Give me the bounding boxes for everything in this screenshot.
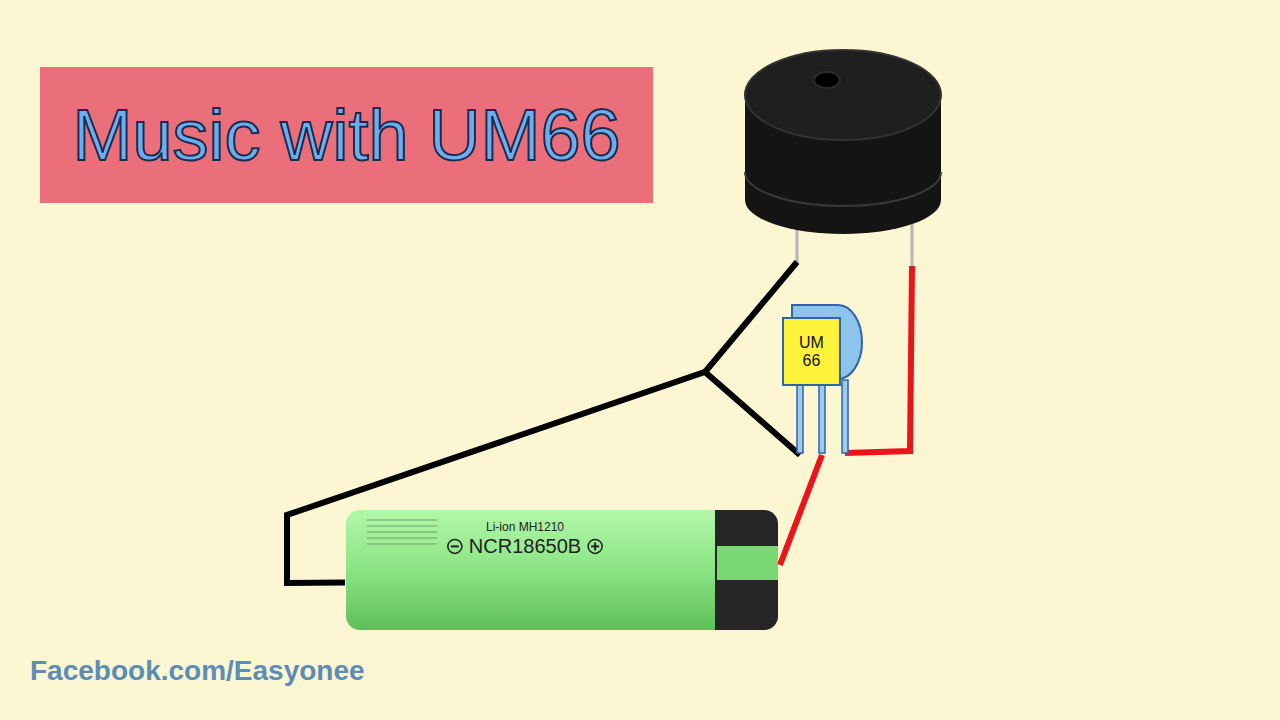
chip-pin [842,380,848,453]
buzzer-hole [814,72,840,88]
battery-body [346,510,778,630]
buzzer [745,50,941,268]
fine-print [367,532,437,533]
chip-pin [797,380,803,453]
chip-face [783,318,840,385]
chip-pin [819,380,825,453]
footer-note: Facebook.com/Easyonee [30,655,365,687]
battery-model: NCR18650B [469,534,581,558]
fine-print [367,544,437,545]
battery-stripe [717,546,778,580]
chip-label: UM 66 [799,334,824,369]
battery-cap [715,510,778,630]
fine-print [367,526,437,527]
wire [780,455,822,565]
buzzer-top [745,50,941,140]
battery-cell: NCR18650BLi-ion MH1210 [345,508,780,632]
fine-print [367,520,437,521]
buzzer-ring [745,172,941,206]
plus-symbol [588,539,602,553]
ic-chip: UM 66 [778,300,866,455]
minus-symbol [448,539,462,553]
fine-print [367,538,437,539]
shape-outline [778,300,866,455]
battery-type: Li-ion MH1210 [486,520,564,534]
title-banner: Music with UM66 [40,67,653,203]
title-text: Music with UM66 [72,94,620,176]
extra-wires [705,262,912,453]
